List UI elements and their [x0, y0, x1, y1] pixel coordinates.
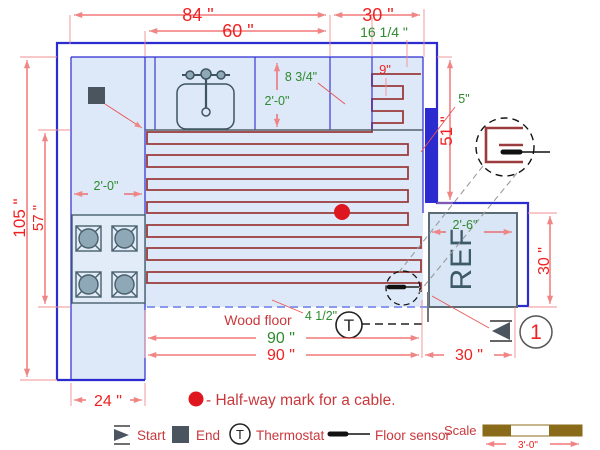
cable-end-leader: [104, 103, 143, 129]
fridge-label: REF: [445, 228, 478, 291]
start-legend-text: Start: [137, 428, 166, 443]
detail-leader-2: [415, 172, 518, 297]
dim-left-inner: 57 ": [30, 205, 47, 231]
wall-segment: [425, 108, 436, 203]
thermostat-legend-letter: T: [236, 427, 244, 442]
burner-4: [111, 271, 138, 298]
legend: - Half-way mark for a cable. Start End T…: [114, 391, 451, 445]
fridge: REF: [428, 212, 518, 308]
dim-cable-start-offset: 16 1/4 ": [360, 24, 408, 40]
dim-top-total: 84 ": [182, 5, 213, 25]
faucet-handle-left: [185, 70, 195, 80]
green-dim-leaders: [271, 82, 456, 314]
end-legend-text: End: [196, 428, 220, 443]
detail-leader-1: [398, 165, 484, 273]
dim-right-height: 51 ": [437, 116, 456, 146]
halfway-mark-dot: [334, 204, 350, 220]
thermostat-legend-text: Thermostat: [256, 428, 325, 443]
start-legend-icon: [114, 425, 130, 445]
dim-column-width: 24 ": [94, 393, 122, 410]
note-1: 1: [431, 295, 553, 349]
stove: [71, 214, 146, 304]
dim-top-right: 30 ": [362, 5, 393, 25]
faucet-spout-base: [200, 68, 212, 80]
burner-2: [111, 225, 138, 252]
note-number: 1: [530, 321, 542, 344]
halfway-legend-dot: [188, 391, 204, 407]
dim-cable-spacing: 4 1/2": [305, 309, 337, 323]
scale-bar-right-segment: [549, 425, 582, 436]
halfway-legend-text: - Half-way mark for a cable.: [206, 392, 396, 409]
note-leader: [431, 295, 490, 329]
dim-counter-depth-left: 2'-0": [94, 179, 119, 193]
dim-wall-gap: 5": [458, 92, 469, 106]
fridge-outline: [428, 212, 518, 308]
dim-bottom-right: 30 ": [455, 347, 483, 364]
scale-bar: Scale 3'-0": [444, 423, 583, 450]
sensor-location: [385, 270, 421, 306]
sink-drain: [201, 107, 211, 117]
dim-heated-width-cable: 90 ": [267, 330, 295, 347]
extension-lines: [20, 9, 557, 406]
thermostat-legend-icon: [229, 423, 251, 445]
sink: [176, 68, 235, 130]
start-symbol-triangle: [492, 322, 510, 340]
faucet-handle-right: [216, 70, 226, 80]
detail-circle: [475, 117, 535, 177]
dim-fridge-width: 2'-6": [453, 218, 478, 232]
dim-fridge-height: 30 ": [536, 247, 553, 275]
floor-sensor-legend-text: Floor sensor: [375, 428, 451, 443]
dim-counter-depth-top: 2'-0": [265, 94, 290, 108]
heating-cable: [146, 73, 422, 292]
dimension-lines: [23, 11, 554, 404]
sensor-circle: [385, 270, 421, 306]
wood-floor-label: Wood floor: [224, 312, 292, 328]
dimension-texts: 84 " 30 " 60 " 16 1/4 " 9" 8 3/4" 2'-0" …: [10, 5, 553, 410]
burner-3: [75, 271, 102, 298]
cable-path: [146, 73, 422, 292]
floor-sensor-detail: [475, 117, 550, 177]
dim-heated-width-room: 90 ": [267, 347, 295, 364]
dim-loop-width: 9": [379, 62, 391, 77]
scale-bar-left-segment: [483, 425, 511, 436]
thermostat-letter: T: [344, 316, 354, 335]
burner-1: [75, 225, 102, 252]
dim-loop-detail: 8 3/4": [285, 70, 317, 84]
scale-label: Scale: [444, 423, 477, 438]
scale-value: 3'-0": [518, 440, 538, 450]
dim-sink-run: 60 ": [222, 21, 253, 41]
end-legend-icon: [172, 426, 189, 443]
cable-end-marker: [88, 87, 105, 104]
dim-left-total: 105 ": [10, 198, 29, 237]
note-circle: [519, 315, 553, 349]
